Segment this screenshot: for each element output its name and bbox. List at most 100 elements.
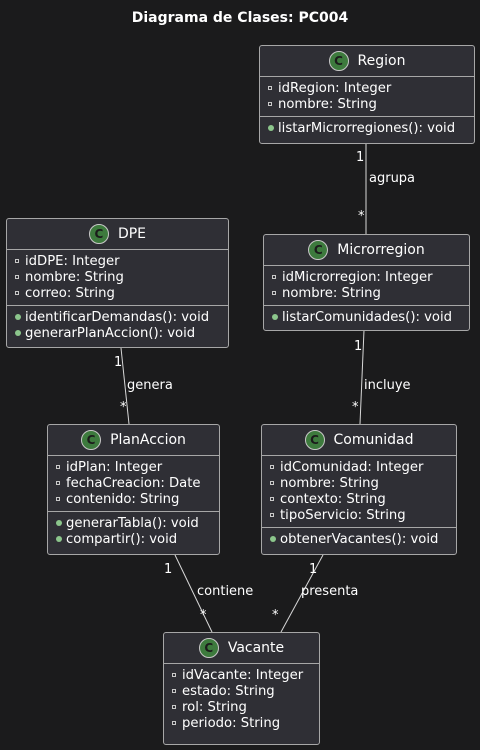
class-name: Region — [357, 53, 406, 69]
relation-label-agrupa: agrupa — [369, 171, 416, 186]
private-icon — [272, 275, 282, 279]
attributes-section: idRegion: Integer nombre: String — [260, 76, 474, 116]
private-icon — [15, 275, 25, 279]
public-icon — [272, 314, 282, 320]
class-header: C DPE — [7, 219, 228, 249]
class-microrregion[interactable]: C Microrregion idMicrorregion: Integer n… — [263, 234, 470, 331]
attribute-row: idRegion: Integer — [260, 80, 474, 96]
line-microrregion-comunidad — [359, 329, 365, 425]
methods-section: listarComunidades(): void — [264, 305, 469, 329]
private-icon — [172, 721, 182, 725]
attribute-row: idDPE: Integer — [7, 253, 228, 269]
attribute-row: periodo: String — [164, 715, 319, 731]
line-dpe-planaccion — [120, 347, 130, 425]
class-comunidad[interactable]: C Comunidad idComunidad: Integer nombre:… — [261, 424, 457, 555]
attribute-row: nombre: String — [260, 96, 474, 112]
private-icon — [15, 291, 25, 295]
relation-label-genera: genera — [127, 378, 173, 393]
attribute-row: fechaCreacion: Date — [48, 475, 219, 491]
class-name: DPE — [117, 226, 147, 242]
class-header: C Comunidad — [262, 425, 456, 455]
class-badge-icon: C — [88, 224, 109, 244]
class-header: C Region — [260, 46, 474, 76]
attribute-row: tipoServicio: String — [262, 507, 456, 523]
class-header: C PlanAccion — [48, 425, 219, 455]
private-icon — [172, 705, 182, 709]
multiplicity-vacante-many-left: * — [200, 608, 207, 623]
multiplicity-dpe-one: 1 — [114, 355, 123, 370]
multiplicity-region-one: 1 — [356, 150, 365, 165]
attributes-section: idPlan: Integer fechaCreacion: Date cont… — [48, 455, 219, 511]
relation-label-presenta: presenta — [301, 584, 359, 599]
method-row: listarMicrorregiones(): void — [260, 120, 474, 136]
attribute-row: idVacante: Integer — [164, 667, 319, 683]
relation-label-incluye: incluye — [364, 378, 411, 393]
class-badge-icon: C — [328, 51, 349, 71]
attribute-row: correo: String — [7, 285, 228, 301]
class-name: Comunidad — [333, 432, 414, 448]
attribute-row: idMicrorregion: Integer — [264, 269, 469, 285]
methods-section: identificarDemandas(): void generarPlanA… — [7, 305, 228, 345]
private-icon — [172, 673, 182, 677]
method-row: listarComunidades(): void — [264, 309, 469, 325]
attribute-row: nombre: String — [7, 269, 228, 285]
public-icon — [56, 520, 66, 526]
methods-section: obtenerVacantes(): void — [262, 527, 456, 551]
multiplicity-microrregion-one: 1 — [354, 339, 363, 354]
multiplicity-planaccion-many: * — [120, 400, 127, 415]
private-icon — [272, 291, 282, 295]
class-badge-icon: C — [304, 430, 325, 450]
public-icon — [15, 330, 25, 336]
line-planaccion-vacante — [174, 554, 213, 633]
class-name: Microrregion — [337, 242, 425, 258]
private-icon — [56, 465, 66, 469]
class-dpe[interactable]: C DPE idDPE: Integer nombre: String corr… — [6, 218, 229, 348]
class-badge-icon: C — [308, 240, 329, 260]
class-header: C Microrregion — [264, 235, 469, 265]
class-header: C Vacante — [164, 633, 319, 663]
method-row: identificarDemandas(): void — [7, 309, 228, 325]
private-icon — [172, 689, 182, 693]
public-icon — [15, 314, 25, 320]
multiplicity-vacante-many-right: * — [272, 608, 279, 623]
public-icon — [268, 125, 278, 131]
class-region[interactable]: C Region idRegion: Integer nombre: Strin… — [259, 45, 475, 144]
methods-section: listarMicrorregiones(): void — [260, 116, 474, 140]
relation-label-contiene: contiene — [197, 584, 254, 599]
private-icon — [15, 259, 25, 263]
private-icon — [270, 497, 280, 501]
attribute-row: nombre: String — [264, 285, 469, 301]
line-comunidad-vacante — [280, 554, 324, 633]
private-icon — [56, 481, 66, 485]
method-row: compartir(): void — [48, 531, 219, 547]
attribute-row: contenido: String — [48, 491, 219, 507]
public-icon — [270, 536, 280, 542]
attribute-row: estado: String — [164, 683, 319, 699]
method-row: generarTabla(): void — [48, 515, 219, 531]
private-icon — [270, 481, 280, 485]
attribute-row: rol: String — [164, 699, 319, 715]
class-name: PlanAccion — [110, 432, 186, 448]
private-icon — [56, 497, 66, 501]
multiplicity-comunidad-one: 1 — [309, 562, 318, 577]
attribute-row: idComunidad: Integer — [262, 459, 456, 475]
attributes-section: idMicrorregion: Integer nombre: String — [264, 265, 469, 305]
class-badge-icon: C — [81, 430, 102, 450]
private-icon — [268, 86, 278, 90]
class-badge-icon: C — [198, 638, 219, 658]
class-name: Vacante — [227, 640, 285, 656]
diagram-title: Diagrama de Clases: PC004 — [131, 10, 349, 26]
method-row: generarPlanAccion(): void — [7, 325, 228, 341]
methods-section: generarTabla(): void compartir(): void — [48, 511, 219, 551]
private-icon — [268, 102, 278, 106]
attributes-section: idVacante: Integer estado: String rol: S… — [164, 663, 319, 735]
public-icon — [56, 536, 66, 542]
multiplicity-comunidad-many: * — [352, 400, 359, 415]
attribute-row: nombre: String — [262, 475, 456, 491]
multiplicity-microrregion-many: * — [358, 209, 365, 224]
private-icon — [270, 465, 280, 469]
class-planaccion[interactable]: C PlanAccion idPlan: Integer fechaCreaci… — [47, 424, 220, 555]
multiplicity-planaccion-one: 1 — [164, 562, 173, 577]
class-vacante[interactable]: C Vacante idVacante: Integer estado: Str… — [163, 632, 320, 745]
